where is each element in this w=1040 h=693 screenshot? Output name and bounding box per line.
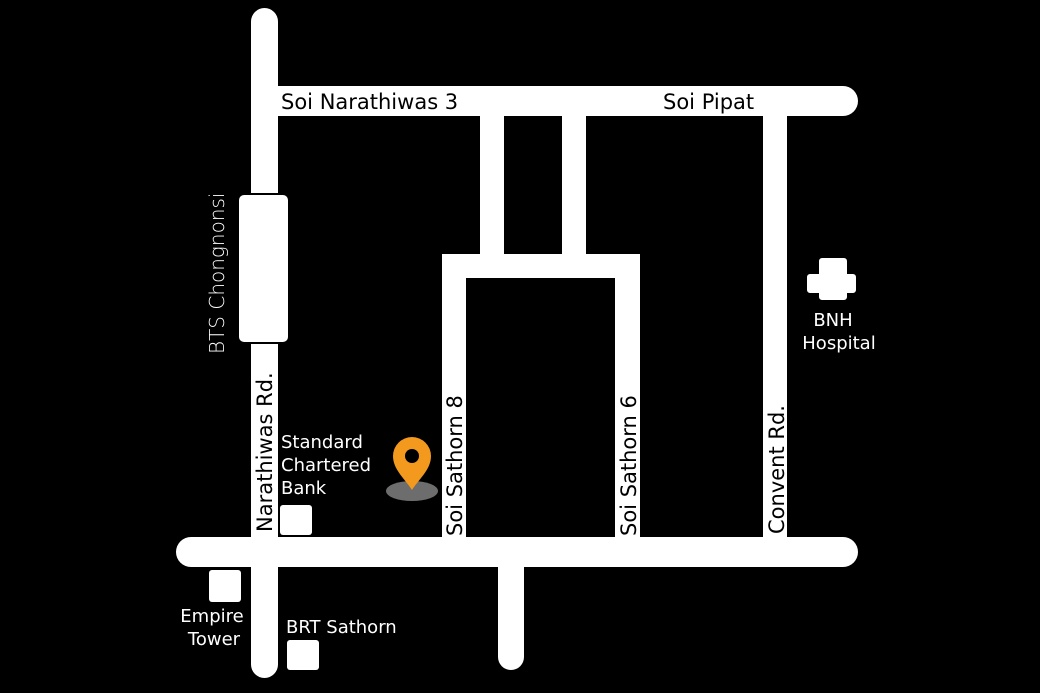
road-loop-top: [442, 254, 640, 278]
road-soi-sathorn-6: [615, 254, 640, 544]
brt-sathorn-building: [287, 640, 319, 670]
label-convent-rd: Convent Rd.: [765, 405, 789, 534]
label-bnh-hospital: BNH Hospital: [802, 310, 875, 354]
pin-hole: [405, 449, 419, 463]
road-soi-narathiwas-3: [251, 86, 858, 116]
label-bts-chongnonsi: BTS Chongnonsi: [205, 193, 229, 354]
road-soi-sathorn-8: [442, 254, 466, 544]
road-south-spur: [498, 540, 524, 670]
road-connector-left: [480, 100, 504, 270]
pin-body: [393, 437, 431, 490]
road-network: [176, 8, 858, 678]
label-standard-chartered-line2: Chartered: [281, 455, 371, 476]
label-standard-chartered-line1: Standard: [281, 432, 363, 453]
label-narathiwas-rd: Narathiwas Rd.: [253, 372, 277, 532]
label-standard-chartered-line3: Bank: [281, 478, 327, 499]
pin-shadow: [386, 481, 438, 501]
label-soi-narathiwas-3: Soi Narathiwas 3: [281, 90, 458, 114]
label-bnh-line2: Hospital: [802, 333, 875, 354]
label-soi-pipat: Soi Pipat: [663, 90, 754, 114]
label-soi-sathorn-6: Soi Sathorn 6: [617, 395, 641, 536]
road-convent-rd: [763, 100, 787, 544]
label-soi-sathorn-8: Soi Sathorn 8: [443, 395, 467, 536]
label-bnh-line1: BNH: [813, 310, 852, 331]
standard-chartered-building: [280, 505, 312, 535]
label-empire-tower: Empire Tower: [180, 606, 243, 650]
label-brt-sathorn: BRT Sathorn: [286, 617, 397, 638]
road-connector-right: [562, 100, 586, 270]
bts-station-block: [237, 193, 290, 344]
label-standard-chartered: Standard Chartered Bank: [281, 432, 371, 499]
label-empire-tower-line1: Empire: [180, 606, 243, 627]
empire-tower-building: [209, 570, 241, 602]
label-empire-tower-line2: Tower: [187, 629, 241, 650]
location-pin-icon[interactable]: [386, 437, 438, 501]
medical-cross-icon: [807, 258, 856, 300]
